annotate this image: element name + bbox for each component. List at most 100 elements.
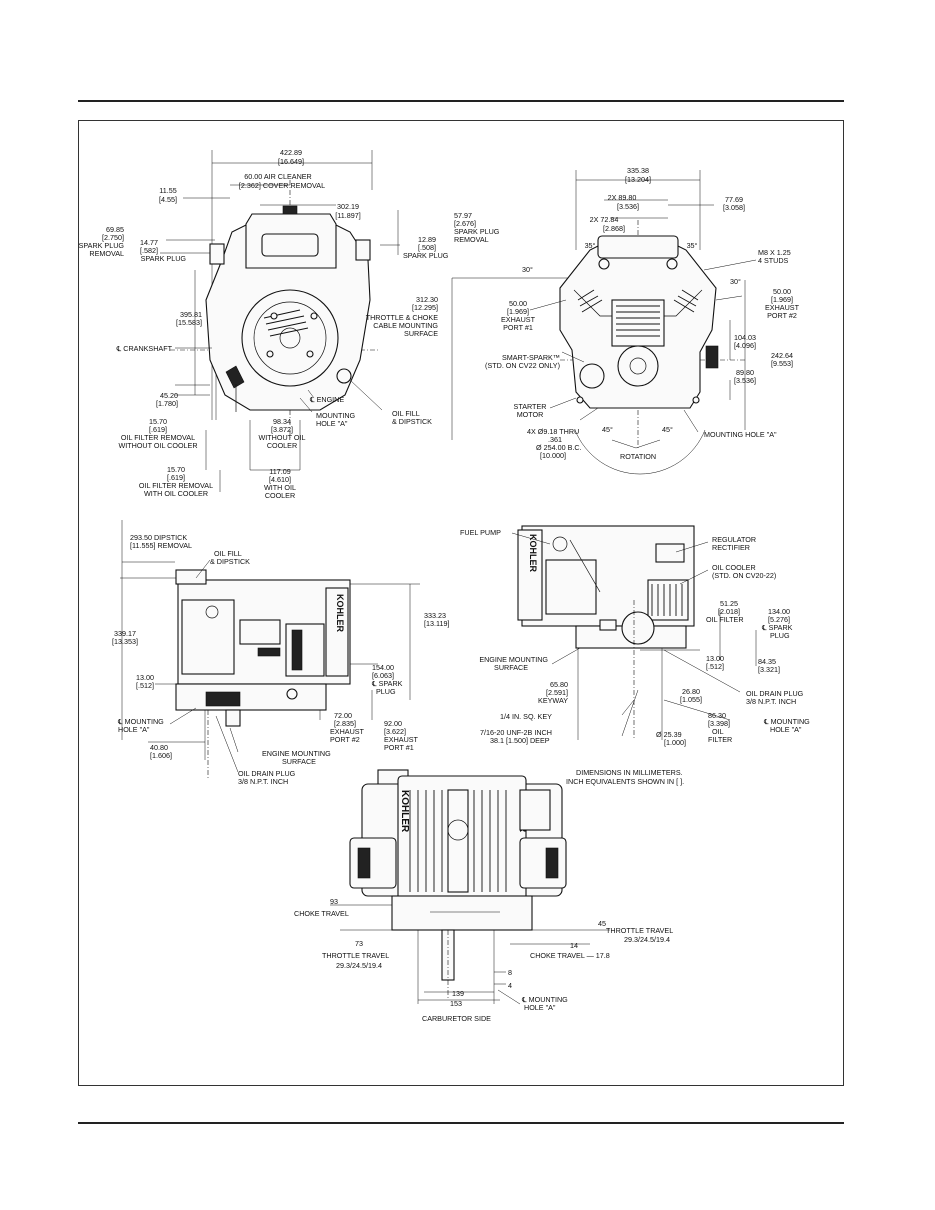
v3-oil-drain: OIL DRAIN PLUG: [238, 769, 296, 778]
v3-dipstick-dim-inch: [11.555] REMOVAL: [130, 541, 192, 550]
v2-dim-7769-inch: [3.058]: [723, 203, 745, 212]
v2-exhaust1-label: EXHAUST: [501, 315, 536, 324]
v2-exhaust2-port: PORT #2: [767, 311, 797, 320]
v2-angle-right: 35°: [687, 241, 698, 250]
v3-dim-15400-inch: [6.063]: [372, 671, 394, 680]
v3-dim-1300: 13.00: [136, 673, 154, 682]
v1-dim-4520: 45.20: [160, 391, 178, 400]
v3-engine-mounting-surface: SURFACE: [282, 757, 316, 766]
v2-width-dim: 335.38: [627, 166, 649, 175]
view-front-flywheel: 422.89 [16.649] 60.00 AIR CLEANER [2.362…: [79, 148, 500, 500]
v3-dim-7200-inch: [2.835]: [334, 719, 356, 728]
v2-dim-8980b: 89.80: [736, 368, 754, 377]
v1-dim-5797-label2: REMOVAL: [454, 235, 489, 244]
v1-dim-39581: 395.81: [180, 310, 202, 319]
v1-width-dim: 422.89: [280, 148, 302, 157]
v4-thread: 7/16-20 UNF-2B INCH: [480, 728, 552, 737]
v1-dim-39581-inch: [15.583]: [176, 318, 202, 327]
view-top-carburetor: DIMENSIONS IN MILLIMETERS. INCH EQUIVALE…: [294, 768, 684, 1023]
v1-dim-6985: 69.85: [106, 225, 124, 234]
v4-dim-8435-inch: [3.321]: [758, 665, 780, 674]
v4-dim-13400: 134.00: [768, 607, 790, 616]
bottom-rule: [78, 1122, 844, 1124]
v4-mounting-hole: ℄ MOUNTING: [763, 717, 810, 726]
v2-smart-spark-note: (STD. ON CV22 ONLY): [485, 361, 560, 370]
v2-exhaust2-dim: 50.00: [773, 287, 791, 296]
v1-filter-removal-b: OIL FILTER REMOVAL: [139, 481, 213, 490]
v5-note-inch: INCH EQUIVALENTS SHOWN IN [ ].: [566, 777, 684, 786]
v1-dim-6985-inch: [2.750]: [102, 233, 124, 242]
v2-angle-45-right: 45°: [662, 425, 673, 434]
v1-dim-1155: 11.55: [159, 186, 176, 195]
v5-mounting-hole-a: HOLE "A": [524, 1003, 556, 1012]
top-rule: [78, 100, 844, 102]
v1-dim-1570a-inch: [.619]: [149, 425, 167, 434]
v1-dim-5797: 57.97: [454, 211, 472, 220]
v2-angle-30-left: 30°: [522, 265, 533, 274]
v3-spark-plug-2: PLUG: [376, 687, 396, 696]
v3-dim-4080: 40.80: [150, 743, 168, 752]
v1-dim-1289: 12.89: [418, 235, 436, 244]
v2-studs-2: 4 STUDS: [758, 256, 789, 265]
v1-dim-6985-label1: SPARK PLUG: [79, 241, 125, 250]
v3-mounting-hole: ℄ MOUNTING: [117, 717, 164, 726]
v2-dim-10403: 104.03: [734, 333, 756, 342]
v1-dim-1155-inch: [4.55]: [159, 195, 177, 204]
v5-mounting-hole: ℄ MOUNTING: [521, 995, 568, 1004]
v4-rectifier: RECTIFIER: [712, 543, 750, 552]
v1-cover-dim: 60.00 AIR CLEANER: [244, 172, 312, 181]
v1-filter-removal-a: OIL FILTER REMOVAL: [121, 433, 195, 442]
v1-dim-6985-label2: REMOVAL: [89, 249, 124, 258]
v2-dim-7284: 2X 72.84: [590, 215, 619, 224]
v3-dim-7200: 72.00: [334, 711, 352, 720]
v4-thread-depth: 38.1 [1.500] DEEP: [490, 736, 550, 745]
v1-width-dim-inch: [16.649]: [278, 157, 304, 166]
v1-dim-1570b-inch: [.619]: [167, 473, 185, 482]
drawing-frame: [78, 120, 844, 1086]
v1-dim-30219-inch: [11.897]: [335, 211, 360, 220]
view-pto-end: 335.38 [13.204] 2X 89.80 [3.536] 77.69 […: [366, 166, 800, 475]
v2-starter: STARTER: [514, 402, 547, 411]
v2-angle-left: 35°: [585, 241, 596, 250]
v4-spark-plug-2: PLUG: [770, 631, 790, 640]
v4-brand-vertical: KOHLER: [528, 534, 538, 573]
v2-holes-inch: .361: [548, 435, 562, 444]
v3-engine-mounting: ENGINE MOUNTING: [262, 749, 331, 758]
v4-spark-plug: ℄ SPARK: [761, 623, 793, 632]
v1-dim-1570a: 15.70: [149, 417, 167, 426]
v1-dim-9834-label: WITHOUT OIL: [259, 433, 306, 442]
v3-oil-drain-npt: 3/8 N.P.T. INCH: [238, 777, 288, 786]
v2-dim-31230: 312.30: [416, 295, 438, 304]
v4-fuel-pump: FUEL PUMP: [460, 528, 501, 537]
v4-filter: FILTER: [708, 735, 732, 744]
v2-bolt-circle: Ø 254.00 B.C.: [536, 443, 582, 452]
v2-angle-30-right: 30°: [730, 277, 741, 286]
v1-filter-removal-b2: WITH OIL COOLER: [144, 489, 208, 498]
v1-mounting-hole-a: HOLE "A": [316, 419, 348, 428]
view-side-left: KOHLER 293.50 DIPSTICK [11.555] REMOVAL …: [112, 520, 449, 786]
v4-dim-6580: 65.80: [550, 680, 568, 689]
v1-cover-dim-inch: [2.362] COVER REMOVAL: [239, 181, 325, 190]
v2-exhaust1-inch: [1.969]: [507, 307, 529, 316]
v1-dim-9834-label2: COOLER: [267, 441, 297, 450]
v3-exhaust1-port: PORT #1: [384, 743, 414, 752]
v3-exhaust2-port: PORT #2: [330, 735, 360, 744]
v3-dim-9200: 92.00: [384, 719, 402, 728]
v2-angle-45-left: 45°: [602, 425, 613, 434]
v1-engine-cl-label: ℄ ENGINE: [309, 395, 344, 404]
v4-dim-13400-inch: [5.276]: [768, 615, 790, 624]
v5-dim-4: 4: [508, 981, 512, 990]
v4-dim-8630-inch: [3.398]: [708, 719, 730, 728]
v2-studs: M8 X 1.25: [758, 248, 791, 257]
v4-dim-5125-inch: [2.018]: [718, 607, 740, 616]
v1-dim-11709-label2: COOLER: [265, 491, 295, 500]
v4-dim-1300: 13.00: [706, 654, 724, 663]
v2-holes: 4X Ø9.18 THRU: [527, 427, 579, 436]
v5-choke-travel: CHOKE TRAVEL: [294, 909, 349, 918]
v1-dim-1289-inch: [.508]: [418, 243, 436, 252]
v5-throttle-travel-vals: 29.3/24.5/19.4: [624, 935, 670, 944]
v4-oil-cooler-note: (STD. ON CV20-22): [712, 571, 776, 580]
v4-dim-8630: 86.30: [708, 711, 726, 720]
v4-oil-drain: OIL DRAIN PLUG: [746, 689, 804, 698]
v4-dim-2680: 26.80: [682, 687, 700, 696]
